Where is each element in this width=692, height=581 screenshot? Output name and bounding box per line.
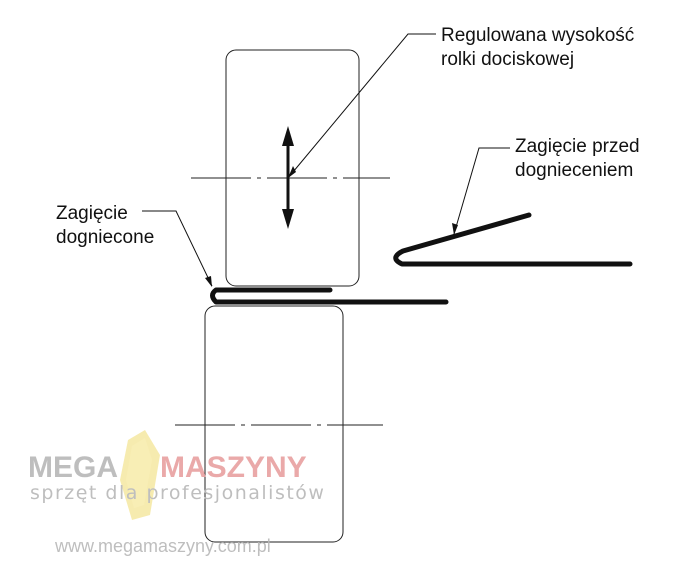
leader-arrowhead-before bbox=[452, 223, 458, 235]
lower-roller bbox=[204, 305, 344, 543]
leader-adjustable-height bbox=[287, 33, 436, 179]
label-before-bending-line1: Zagięcie przed bbox=[515, 136, 640, 157]
logo-brand-right: MASZYNY bbox=[160, 451, 307, 484]
megamaszyny-logo: MEGA MASZYNY sprzęt dla profesjonalistów… bbox=[28, 430, 325, 556]
sheet-bent-open bbox=[393, 212, 633, 267]
sheet-bent-flat bbox=[210, 287, 449, 305]
upper-roller bbox=[225, 49, 360, 287]
leader-before-bending bbox=[453, 147, 510, 235]
leader-arrowhead-height bbox=[288, 166, 296, 178]
label-bent-line1: Zagięcie bbox=[56, 203, 128, 224]
leader-arrowhead-bent bbox=[205, 276, 212, 287]
logo-tagline: sprzęt dla profesjonalistów bbox=[30, 482, 325, 504]
label-adjustable-height-line2: rolki dociskowej bbox=[441, 49, 574, 70]
logo-brand-left: MEGA bbox=[28, 451, 118, 484]
leader-lines bbox=[142, 33, 510, 287]
label-adjustable-height-line1: Regulowana wysokość bbox=[441, 25, 634, 46]
leader-bent bbox=[142, 210, 213, 287]
label-before-bending-line2: dognieceniem bbox=[515, 160, 633, 181]
label-bent-line2: dogniecone bbox=[56, 227, 154, 248]
logo-url: www.megamaszyny.com.pl bbox=[54, 536, 271, 556]
